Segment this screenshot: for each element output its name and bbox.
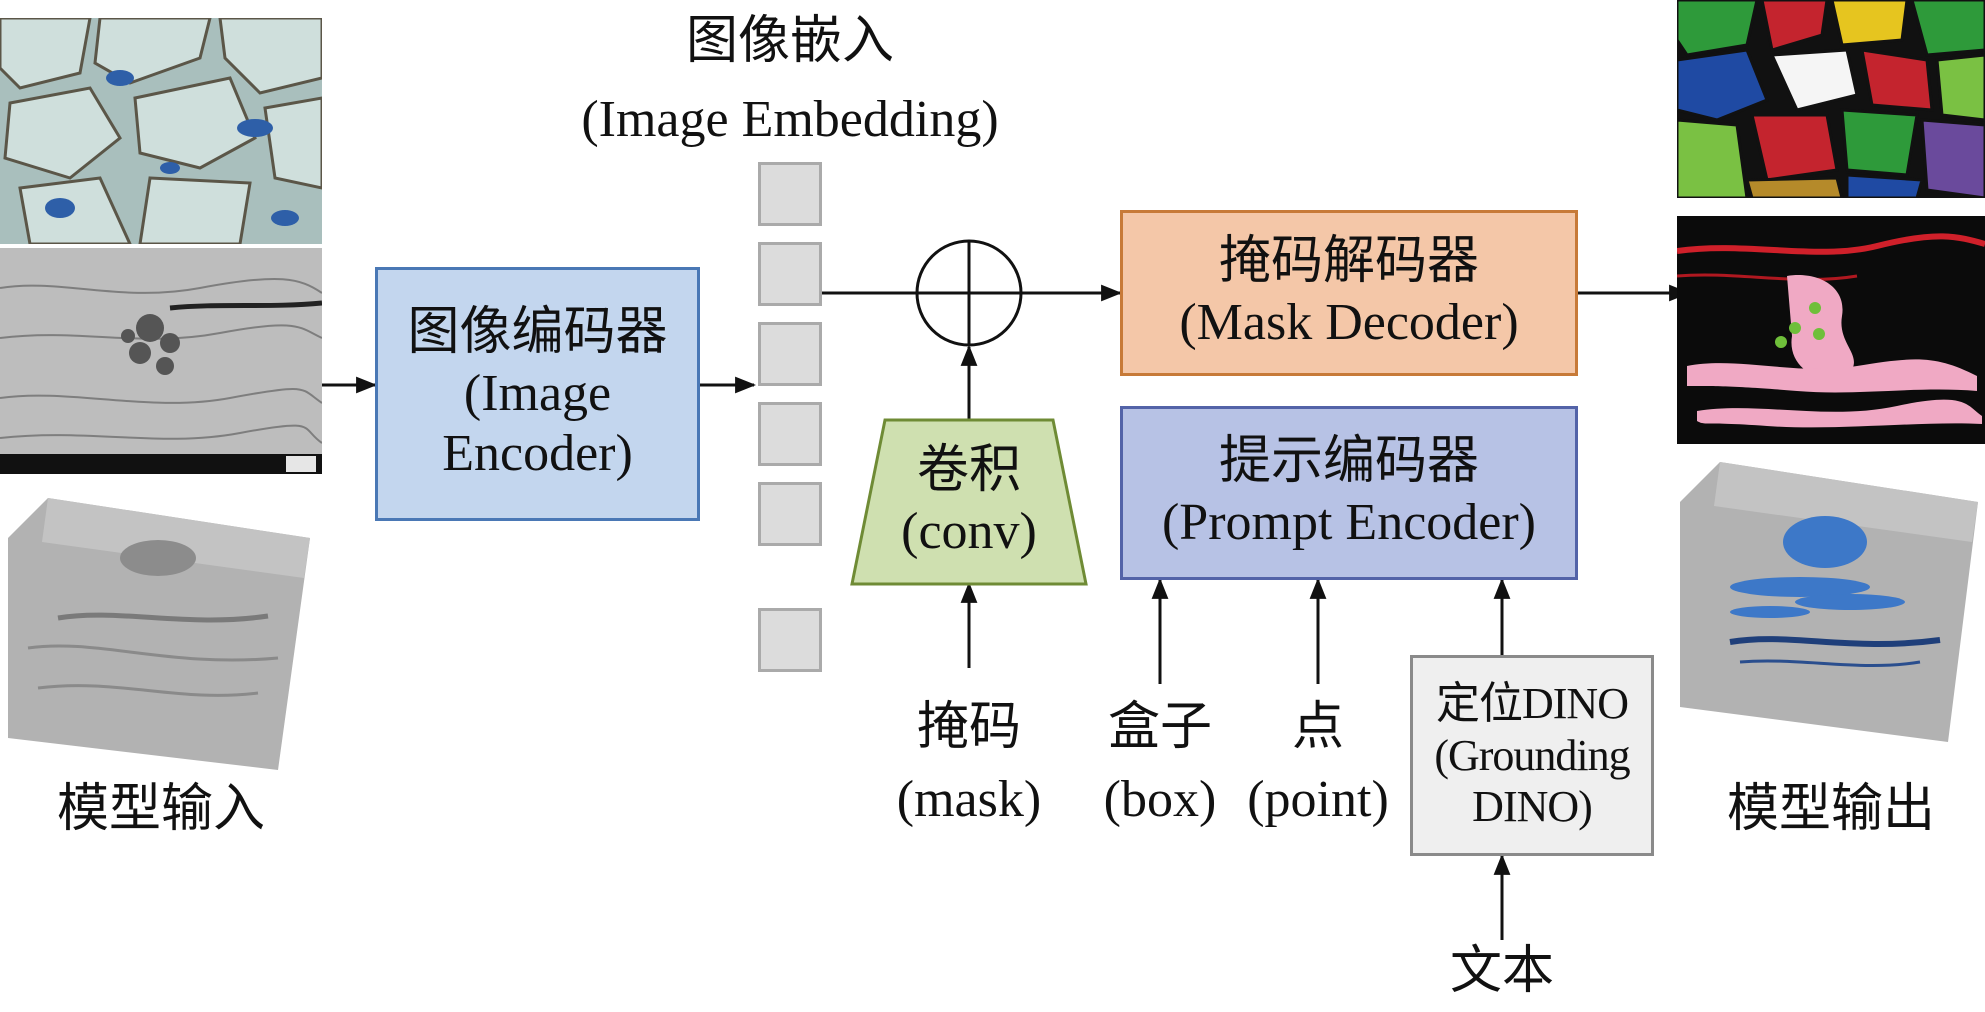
embedding-token [758, 242, 822, 306]
mask-decoder-box: 掩码解码器 (Mask Decoder) [1120, 210, 1578, 376]
input-3d-cube-image [8, 498, 310, 770]
mask-decoder-label-en: (Mask Decoder) [1179, 294, 1519, 351]
output-3d-cube-image [1680, 462, 1978, 742]
grounding-dino-label-cn: 定位DINO [1436, 679, 1629, 729]
conv-label-en: (conv) [901, 503, 1037, 560]
grounding-dino-label-en1: (Grounding [1434, 730, 1630, 780]
embedding-token [758, 402, 822, 466]
prompt-encoder-box: 提示编码器 (Prompt Encoder) [1120, 406, 1578, 580]
conv-label: 卷积 (conv) [852, 420, 1086, 584]
embedding-token [758, 608, 822, 672]
model-output-caption: 模型输出 [1726, 781, 1935, 838]
box-input-label-en: (box) [1103, 771, 1217, 828]
embedding-title-en: (Image Embedding) [581, 91, 999, 148]
grounding-dino-label-en2: DINO) [1472, 782, 1593, 832]
embedding-token [758, 482, 822, 546]
embedding-token [758, 162, 822, 226]
prompt-encoder-label-en: (Prompt Encoder) [1161, 494, 1536, 551]
conv-trapezoid [850, 418, 1088, 586]
image-encoder-box: 图像编码器 (Image Encoder) [375, 267, 700, 521]
mask-input-label-cn: 掩码 [916, 699, 1021, 756]
input-thin-section-image [0, 18, 322, 244]
point-input-label-cn: 点 [1291, 699, 1344, 756]
model-input-caption: 模型输入 [56, 781, 265, 838]
embedding-title-cn: 图像嵌入 [685, 13, 894, 70]
input-sem-image [0, 248, 322, 474]
embedding-token [758, 322, 822, 386]
mask-decoder-label-cn: 掩码解码器 [1218, 233, 1479, 291]
conv-label-cn: 卷积 [916, 442, 1021, 500]
mask-input-label-en: (mask) [896, 771, 1042, 828]
image-encoder-label-en2: Encoder) [442, 425, 633, 483]
image-encoder-label-cn: 图像编码器 [407, 303, 668, 361]
text-input-label: 文本 [1449, 943, 1554, 1000]
sum-operator-icon [915, 239, 1023, 347]
output-segmented-sem-image [1677, 216, 1985, 444]
grounding-dino-box: 定位DINO (Grounding DINO) [1410, 655, 1654, 856]
image-encoder-label-en1: (Image [463, 364, 612, 422]
prompt-encoder-label-cn: 提示编码器 [1218, 433, 1479, 491]
point-input-label-en: (point) [1247, 771, 1389, 828]
output-segmented-thin-section-image [1677, 0, 1985, 198]
box-input-label-cn: 盒子 [1107, 699, 1212, 756]
